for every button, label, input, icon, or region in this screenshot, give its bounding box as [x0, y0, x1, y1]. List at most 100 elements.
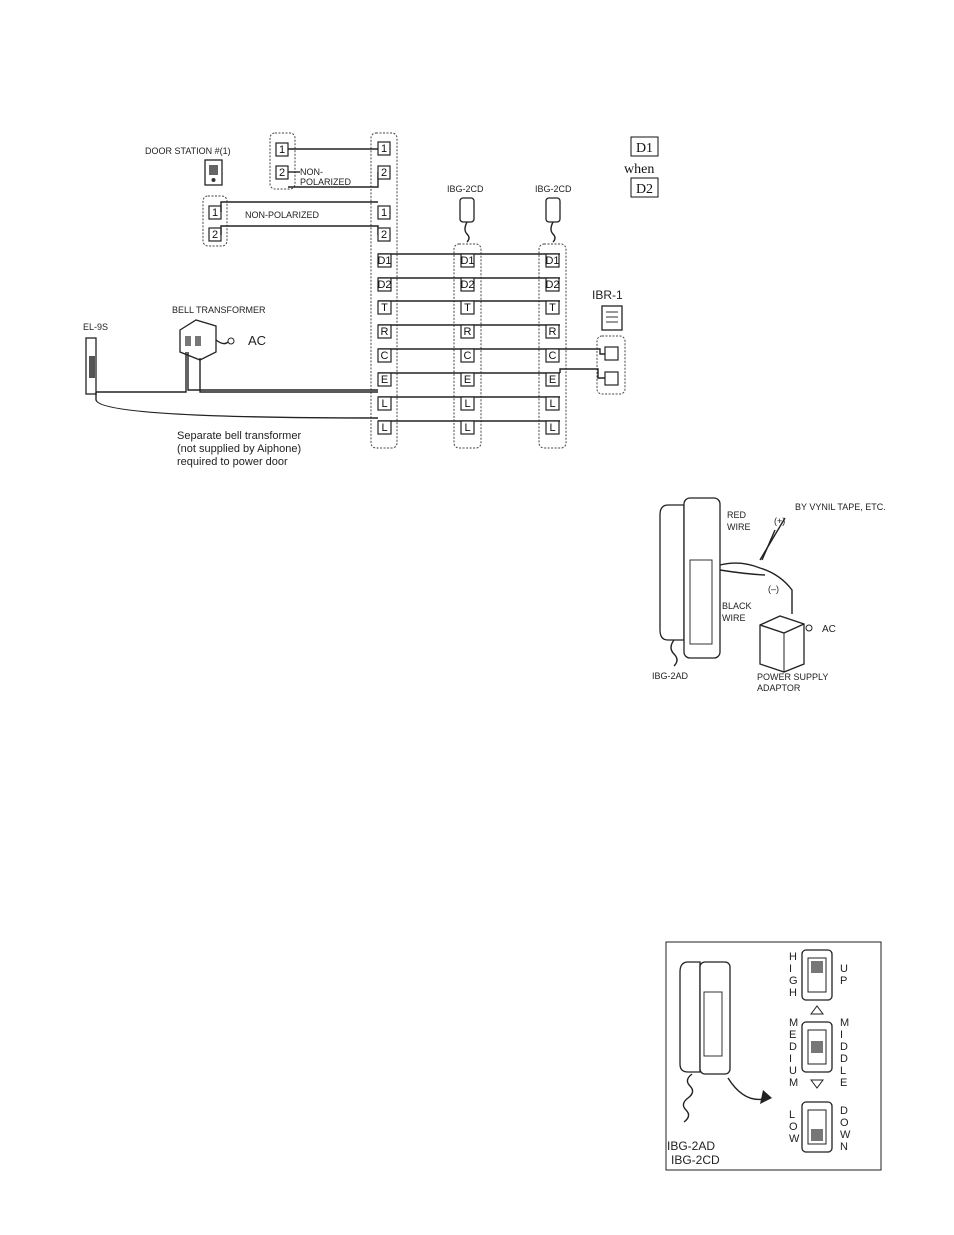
red-wire-label-2: WIRE: [727, 522, 751, 532]
svg-text:L: L: [464, 422, 470, 434]
ibg2ad-handset-icon: [659, 497, 721, 667]
red-wire-label: RED: [727, 510, 747, 520]
svg-text:D: D: [840, 1053, 848, 1065]
svg-text:2: 2: [381, 229, 387, 241]
svg-text:M: M: [840, 1017, 849, 1029]
door-station-icon: [204, 159, 223, 186]
arrow-up-icon: [810, 1005, 824, 1015]
legend-d1-d2: D1 when D2: [624, 136, 659, 198]
black-wire-label-2: WIRE: [722, 613, 746, 623]
arrow-down-icon: [810, 1079, 824, 1089]
svg-text:G: G: [789, 975, 798, 987]
svg-text:U: U: [840, 963, 848, 975]
svg-text:D: D: [840, 1105, 848, 1117]
terminal-label: 1: [279, 144, 285, 156]
ibg2cd-label-2: IBG-2CD: [535, 184, 572, 194]
svg-text:C: C: [464, 350, 472, 362]
bell-transformer-label: BELL TRANSFORMER: [172, 305, 266, 315]
svg-text:W: W: [789, 1133, 800, 1145]
ibr1-terminal-2: [604, 371, 619, 386]
master-terminals: 1 2 1 2: [377, 141, 391, 242]
ibg2cd-label-1: IBG-2CD: [447, 184, 484, 194]
svg-text:1: 1: [381, 143, 387, 155]
svg-text:R: R: [381, 326, 389, 338]
svg-text:E: E: [549, 374, 556, 386]
svg-text:L: L: [549, 398, 555, 410]
svg-text:C: C: [549, 350, 557, 362]
svg-text:H: H: [789, 987, 797, 999]
svg-text:D: D: [840, 1041, 848, 1053]
svg-text:T: T: [381, 302, 388, 314]
adaptor-ac-label: AC: [822, 624, 836, 635]
terminal-1-mid-left: [208, 205, 222, 220]
svg-text:1: 1: [381, 207, 387, 219]
svg-text:D: D: [789, 1041, 797, 1053]
svg-text:I: I: [789, 963, 792, 975]
psu-label-1: POWER SUPPLY: [757, 672, 828, 682]
svg-text:I: I: [789, 1053, 792, 1065]
plus-label: (+): [774, 516, 785, 526]
ibg2cd-block-2: [538, 243, 567, 449]
svg-text:H: H: [789, 951, 797, 963]
ibr1-terminal-1: [604, 346, 619, 361]
terminal-label: 2: [279, 167, 285, 179]
door-station-label: DOOR STATION #(1): [145, 146, 231, 156]
arrow-head-icon: [760, 1090, 772, 1104]
up-letters: U P: [840, 963, 848, 987]
ibr1-label: IBR-1: [592, 288, 623, 302]
ibg2cd-block-1: [453, 243, 482, 449]
terminal-rows: D1 D2 T R C E L L D1 D2 T R C E L L D1 D…: [377, 253, 605, 435]
svg-text:T: T: [464, 302, 471, 314]
non-polarized-top-label-2: POLARIZED: [300, 177, 352, 187]
middle-letters: M I D D L E: [840, 1017, 849, 1089]
minus-label: (–): [768, 584, 779, 594]
svg-text:when: when: [624, 162, 654, 177]
svg-text:D2: D2: [545, 279, 559, 291]
svg-text:2: 2: [381, 167, 387, 179]
note-line-3: required to power door: [177, 456, 288, 468]
svg-text:D1: D1: [377, 255, 391, 267]
handset-icon-1: [459, 197, 475, 243]
medium-letters: M E D I U M: [789, 1017, 798, 1089]
svg-text:E: E: [789, 1029, 796, 1041]
ibr1-terminal-block: [596, 335, 626, 395]
svg-text:D1: D1: [460, 255, 474, 267]
svg-text:D2: D2: [636, 182, 653, 197]
el9s-icon: [85, 337, 97, 395]
switch-low-icon: [801, 1101, 833, 1153]
svg-text:D2: D2: [377, 279, 391, 291]
high-letters: H I G H: [789, 951, 798, 999]
non-polarized-mid-label: NON-POLARIZED: [245, 210, 320, 220]
svg-text:O: O: [789, 1121, 798, 1133]
svg-text:E: E: [464, 374, 471, 386]
svg-text:L: L: [840, 1065, 846, 1077]
svg-text:R: R: [464, 326, 472, 338]
master-terminal-block: [370, 132, 398, 449]
ac-label: AC: [248, 333, 266, 348]
svg-text:I: I: [840, 1029, 843, 1041]
svg-text:E: E: [381, 374, 388, 386]
switch-medium-icon: [801, 1021, 833, 1073]
power-adaptor-diagram: IBG-2AD BY VYNIL TAPE, ETC. RED WIRE (+)…: [652, 497, 886, 693]
handset-icon-2: [545, 197, 561, 243]
door-station-terminal-block: [269, 132, 296, 190]
non-polarized-top-label: NON-: [300, 167, 323, 177]
svg-text:N: N: [840, 1141, 848, 1153]
svg-text:U: U: [789, 1065, 797, 1077]
black-wire-label: BLACK: [722, 601, 752, 611]
ibr1-icon: [601, 305, 623, 331]
svg-text:L: L: [381, 398, 387, 410]
vynil-tape-label: BY VYNIL TAPE, ETC.: [795, 502, 886, 512]
wiring-diagram: DOOR STATION #(1) 1 2 NON- POLARIZED 1 2…: [83, 132, 659, 468]
volume-switch-diagram: IBG-2AD IBG-2CD H I G H U P: [665, 941, 882, 1171]
svg-text:W: W: [840, 1129, 851, 1141]
bell-transformer-icon: [179, 319, 235, 361]
svg-text:L: L: [549, 422, 555, 434]
svg-text:L: L: [464, 398, 470, 410]
down-letters: D O W N: [840, 1105, 851, 1153]
ibg2ad-label: IBG-2AD: [652, 671, 689, 681]
svg-text:D1: D1: [636, 141, 653, 156]
terminal-label: 2: [212, 229, 218, 241]
psu-label-2: ADAPTOR: [757, 683, 801, 693]
